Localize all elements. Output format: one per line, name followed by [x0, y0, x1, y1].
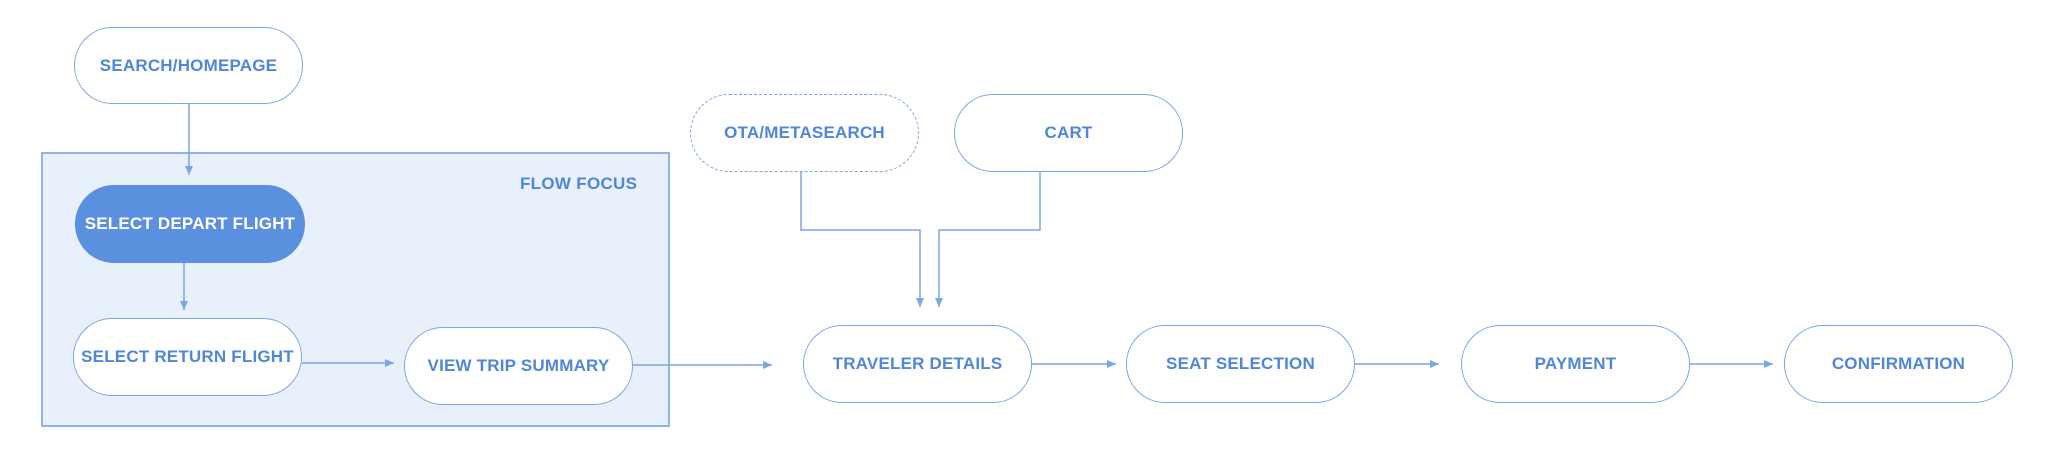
arrow-ota-to-traveler — [800, 172, 924, 307]
node-cart[interactable]: CART — [954, 94, 1183, 172]
node-payment[interactable]: PAYMENT — [1461, 325, 1690, 403]
node-select-return-flight[interactable]: SELECT RETURN FLIGHT — [73, 318, 302, 396]
node-select-depart-flight[interactable]: SELECT DEPART FLIGHT — [75, 185, 305, 263]
node-view-trip-summary[interactable]: VIEW TRIP SUMMARY — [404, 327, 633, 405]
flow-focus-label: FLOW FOCUS — [520, 174, 638, 193]
node-confirmation[interactable]: CONFIRMATION — [1784, 325, 2013, 403]
node-ota-metasearch[interactable]: OTA/METASEARCH — [690, 94, 919, 172]
node-search-homepage[interactable]: SEARCH/HOMEPAGE — [74, 27, 303, 104]
arrow-cart-to-traveler — [935, 172, 1041, 307]
node-traveler-details[interactable]: TRAVELER DETAILS — [803, 325, 1032, 403]
node-seat-selection[interactable]: SEAT SELECTION — [1126, 325, 1355, 403]
